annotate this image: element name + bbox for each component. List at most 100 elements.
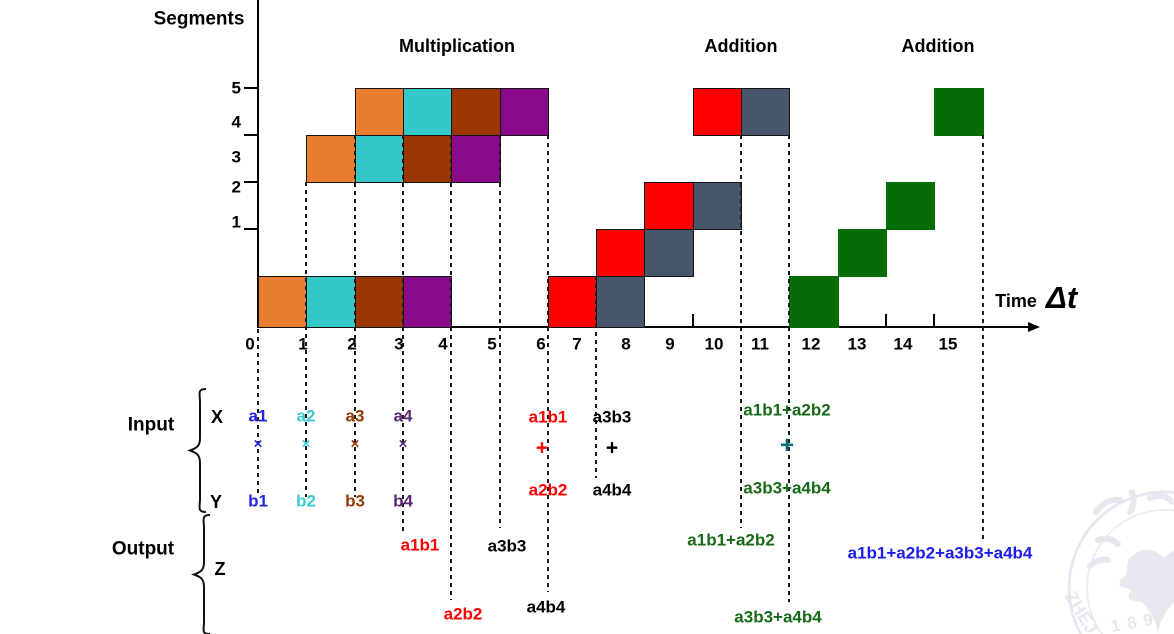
output-z-item: a1b1+a2b2+a3b3+a4b4 (847, 543, 1033, 563)
pipeline-block (355, 135, 404, 183)
dashed-guide-line (547, 135, 549, 592)
dashed-guide-line (402, 135, 404, 534)
x-tick-label: 3 (394, 334, 404, 354)
output-z-item: a3b3 (487, 536, 527, 556)
operator-item: + (605, 436, 619, 460)
operator-item: × (350, 435, 360, 453)
output-z-item: a2b2 (443, 604, 483, 624)
x-tick-label: 5 (487, 334, 497, 354)
x-axis-arrow-icon (1028, 322, 1040, 332)
y-axis-title: Segments (153, 8, 245, 30)
pipeline-block (548, 276, 597, 328)
operator-item: + (779, 432, 795, 459)
phase-title-addition-1: Addition (704, 36, 778, 56)
operator-item: × (253, 435, 263, 453)
y-tick-label: 2 (231, 177, 241, 197)
x-axis-tick (692, 314, 694, 327)
pipeline-block (596, 229, 645, 277)
input-x-item: a2 (296, 406, 316, 426)
x-tick-label: 2 (347, 334, 357, 354)
output-z-item: a1b1 (400, 535, 440, 555)
input-x-item: a3 (345, 406, 365, 426)
input-x-item: a4 (393, 406, 413, 426)
pipeline-block (838, 229, 887, 277)
pipeline-block (306, 135, 356, 183)
pipeline-block (500, 88, 549, 136)
pipeline-block (644, 182, 694, 230)
pipeline-block (451, 88, 501, 136)
x-tick-label: 11 (751, 334, 769, 354)
dashed-guide-line (788, 135, 790, 602)
pipeline-block (741, 88, 790, 136)
input-y-item: b3 (345, 491, 365, 511)
pipeline-block (644, 229, 694, 277)
y-axis-tick (244, 134, 258, 136)
input-brace (187, 388, 207, 513)
output-z-item: a3b3+a4b4 (734, 607, 822, 627)
x-tick-label: 9 (665, 334, 675, 354)
phase-title-addition-2: Addition (901, 36, 975, 56)
y-axis-tick (244, 87, 258, 89)
dashed-guide-line (450, 135, 452, 600)
pipeline-block (934, 88, 984, 136)
x-tick-label: 14 (893, 334, 913, 354)
dashed-guide-line (740, 135, 742, 528)
x-tick-label: 7 (572, 334, 582, 354)
x-axis-delta-t-label: Δt (1046, 280, 1078, 315)
x-tick-label: 6 (536, 334, 546, 354)
pipeline-block (596, 276, 645, 328)
watermark-digits: 189 (1109, 609, 1161, 634)
input-group-label: Input (127, 414, 175, 436)
y-tick-label: 1 (231, 212, 241, 232)
pipeline-block (693, 88, 742, 136)
input-y-item: b4 (393, 491, 413, 511)
pipeline-block (789, 276, 839, 328)
pipeline-block (355, 88, 404, 136)
y-axis-line (257, 0, 259, 328)
y-tick-label: 5 (231, 78, 241, 98)
input-x-item: a1b1+a2b2 (743, 400, 831, 420)
pipeline-block (403, 276, 452, 328)
pipeline-block (258, 276, 307, 328)
output-brace (191, 514, 211, 634)
pipeline-block (693, 182, 742, 230)
watermark-letters: ZHEJ (1061, 588, 1102, 634)
x-tick-label: 15 (938, 334, 958, 354)
x-tick-label: 12 (801, 334, 821, 354)
input-y-item: b1 (248, 491, 268, 511)
dashed-guide-line (499, 135, 501, 528)
input-x-item: a1b1 (528, 407, 568, 427)
operator-item: + (535, 436, 549, 460)
input-y-item: a3b3+a4b4 (743, 478, 831, 498)
operator-item: × (301, 435, 311, 453)
output-z-item: a1b1+a2b2 (687, 530, 775, 550)
input-x-item: a1 (248, 406, 268, 426)
pipeline-block (355, 276, 404, 328)
x-tick-label: 4 (438, 334, 448, 354)
output-group-label: Output (111, 538, 175, 560)
row-z-label: Z (214, 559, 226, 579)
x-tick-label: 1 (298, 334, 308, 354)
pipeline-block (403, 135, 452, 183)
pipeline-block (886, 182, 935, 230)
row-y-label: Y (209, 492, 223, 512)
x-tick-label: 0 (245, 334, 255, 354)
input-y-item: a2b2 (528, 480, 568, 500)
pipeline-block (403, 88, 452, 136)
x-axis-tick (885, 314, 887, 327)
operator-item: × (398, 435, 408, 453)
x-tick-label: 8 (621, 334, 631, 354)
x-tick-label: 13 (847, 334, 867, 354)
pipeline-block (306, 276, 356, 328)
watermark-eagle-icon (1119, 549, 1174, 634)
phase-title-multiplication: Multiplication (399, 36, 515, 56)
row-x-label: X (210, 407, 224, 427)
watermark-logo: ZHEJ 189 (1061, 489, 1174, 634)
dashed-guide-line (257, 329, 259, 497)
dashed-guide-line (595, 276, 597, 478)
dashed-guide-line (982, 135, 984, 542)
x-axis-tick (933, 314, 935, 327)
input-x-item: a3b3 (592, 407, 632, 427)
dashed-guide-line (305, 182, 307, 497)
